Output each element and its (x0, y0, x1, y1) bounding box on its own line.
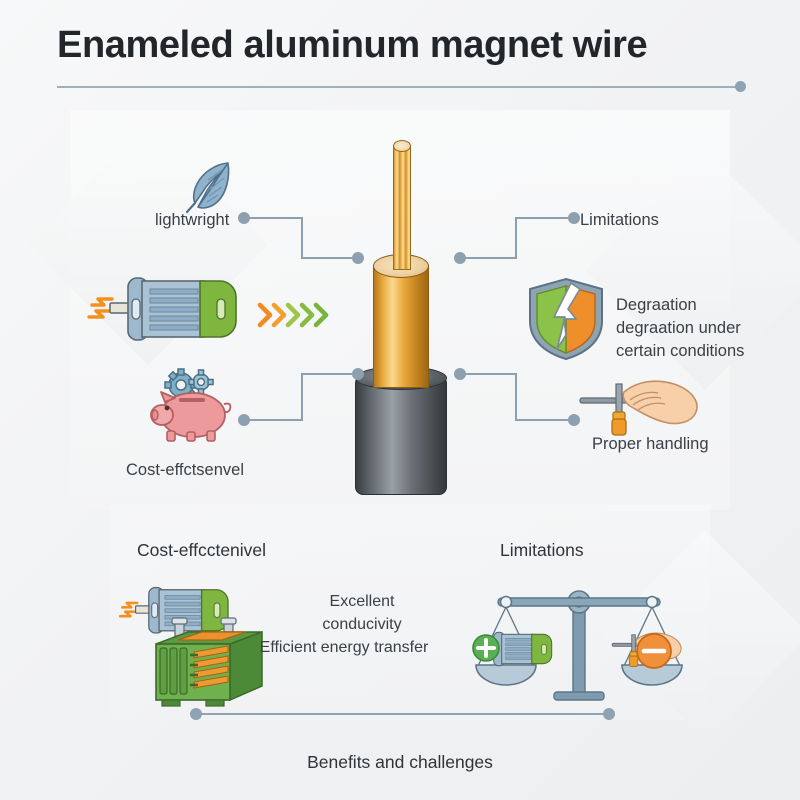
wire-copper-conductor (373, 266, 429, 388)
callout-label-proper-handling: Proper handling (592, 435, 709, 453)
balance-scale-icon (475, 580, 683, 701)
bottom-text-line-3: Efficient energy transfer (259, 639, 429, 657)
enameled-aluminum-wire-cutaway (335, 128, 465, 500)
bottom-right-title: Limitations (500, 540, 584, 560)
connector-lightweight (236, 206, 366, 266)
feather-icon (182, 158, 238, 214)
degradation-line-1: Degraation (616, 296, 697, 314)
shield-broken-icon (524, 275, 608, 363)
connector-proper-handling (452, 362, 582, 426)
wire-aluminum-strand-core (393, 146, 411, 270)
plus-badge-icon (471, 633, 501, 663)
electric-motor-icon (76, 265, 246, 355)
page-title: Enameled aluminum magnet wire (57, 24, 648, 66)
bottom-center-text: Excellent conducivity Efficient energy t… (260, 590, 452, 660)
footer-caption: Benefits and challenges (307, 752, 493, 772)
title-divider (57, 86, 741, 88)
bottom-text-line-2: conducivity (322, 616, 402, 634)
transformer-icon (150, 617, 275, 708)
degradation-line-3: certain conditions (616, 341, 745, 360)
footer-divider-dot-right (603, 708, 615, 720)
hand-screwdriver-icon (578, 378, 706, 440)
bottom-left-title: Cost-effcctenivel (137, 540, 267, 560)
chevron-arrows-icon (256, 297, 334, 333)
wire-aluminum-strand-core-top (393, 140, 411, 152)
piggy-bank-icon (145, 368, 245, 448)
minus-badge-icon (635, 632, 673, 670)
callout-label-limitations: Limitations (580, 211, 659, 229)
callout-label-lightweight: lightwright (155, 211, 230, 229)
connector-limitations (452, 206, 582, 266)
bottom-text-line-1: Excellent (329, 593, 395, 610)
callout-label-cost-effective: Cost-effctsenvel (126, 461, 244, 479)
wire-insulation-sheath (355, 377, 447, 495)
footer-divider-dot-left (190, 708, 202, 720)
connector-cost-effective (236, 362, 366, 426)
header: Enameled aluminum magnet wire (0, 0, 800, 110)
electric-motor-icon-small (108, 578, 238, 644)
title-divider-dot (735, 81, 746, 92)
degradation-note: Degraation degraation under certain cond… (616, 294, 756, 362)
footer-divider (197, 713, 610, 715)
degradation-line-2: degraation under (616, 318, 741, 337)
